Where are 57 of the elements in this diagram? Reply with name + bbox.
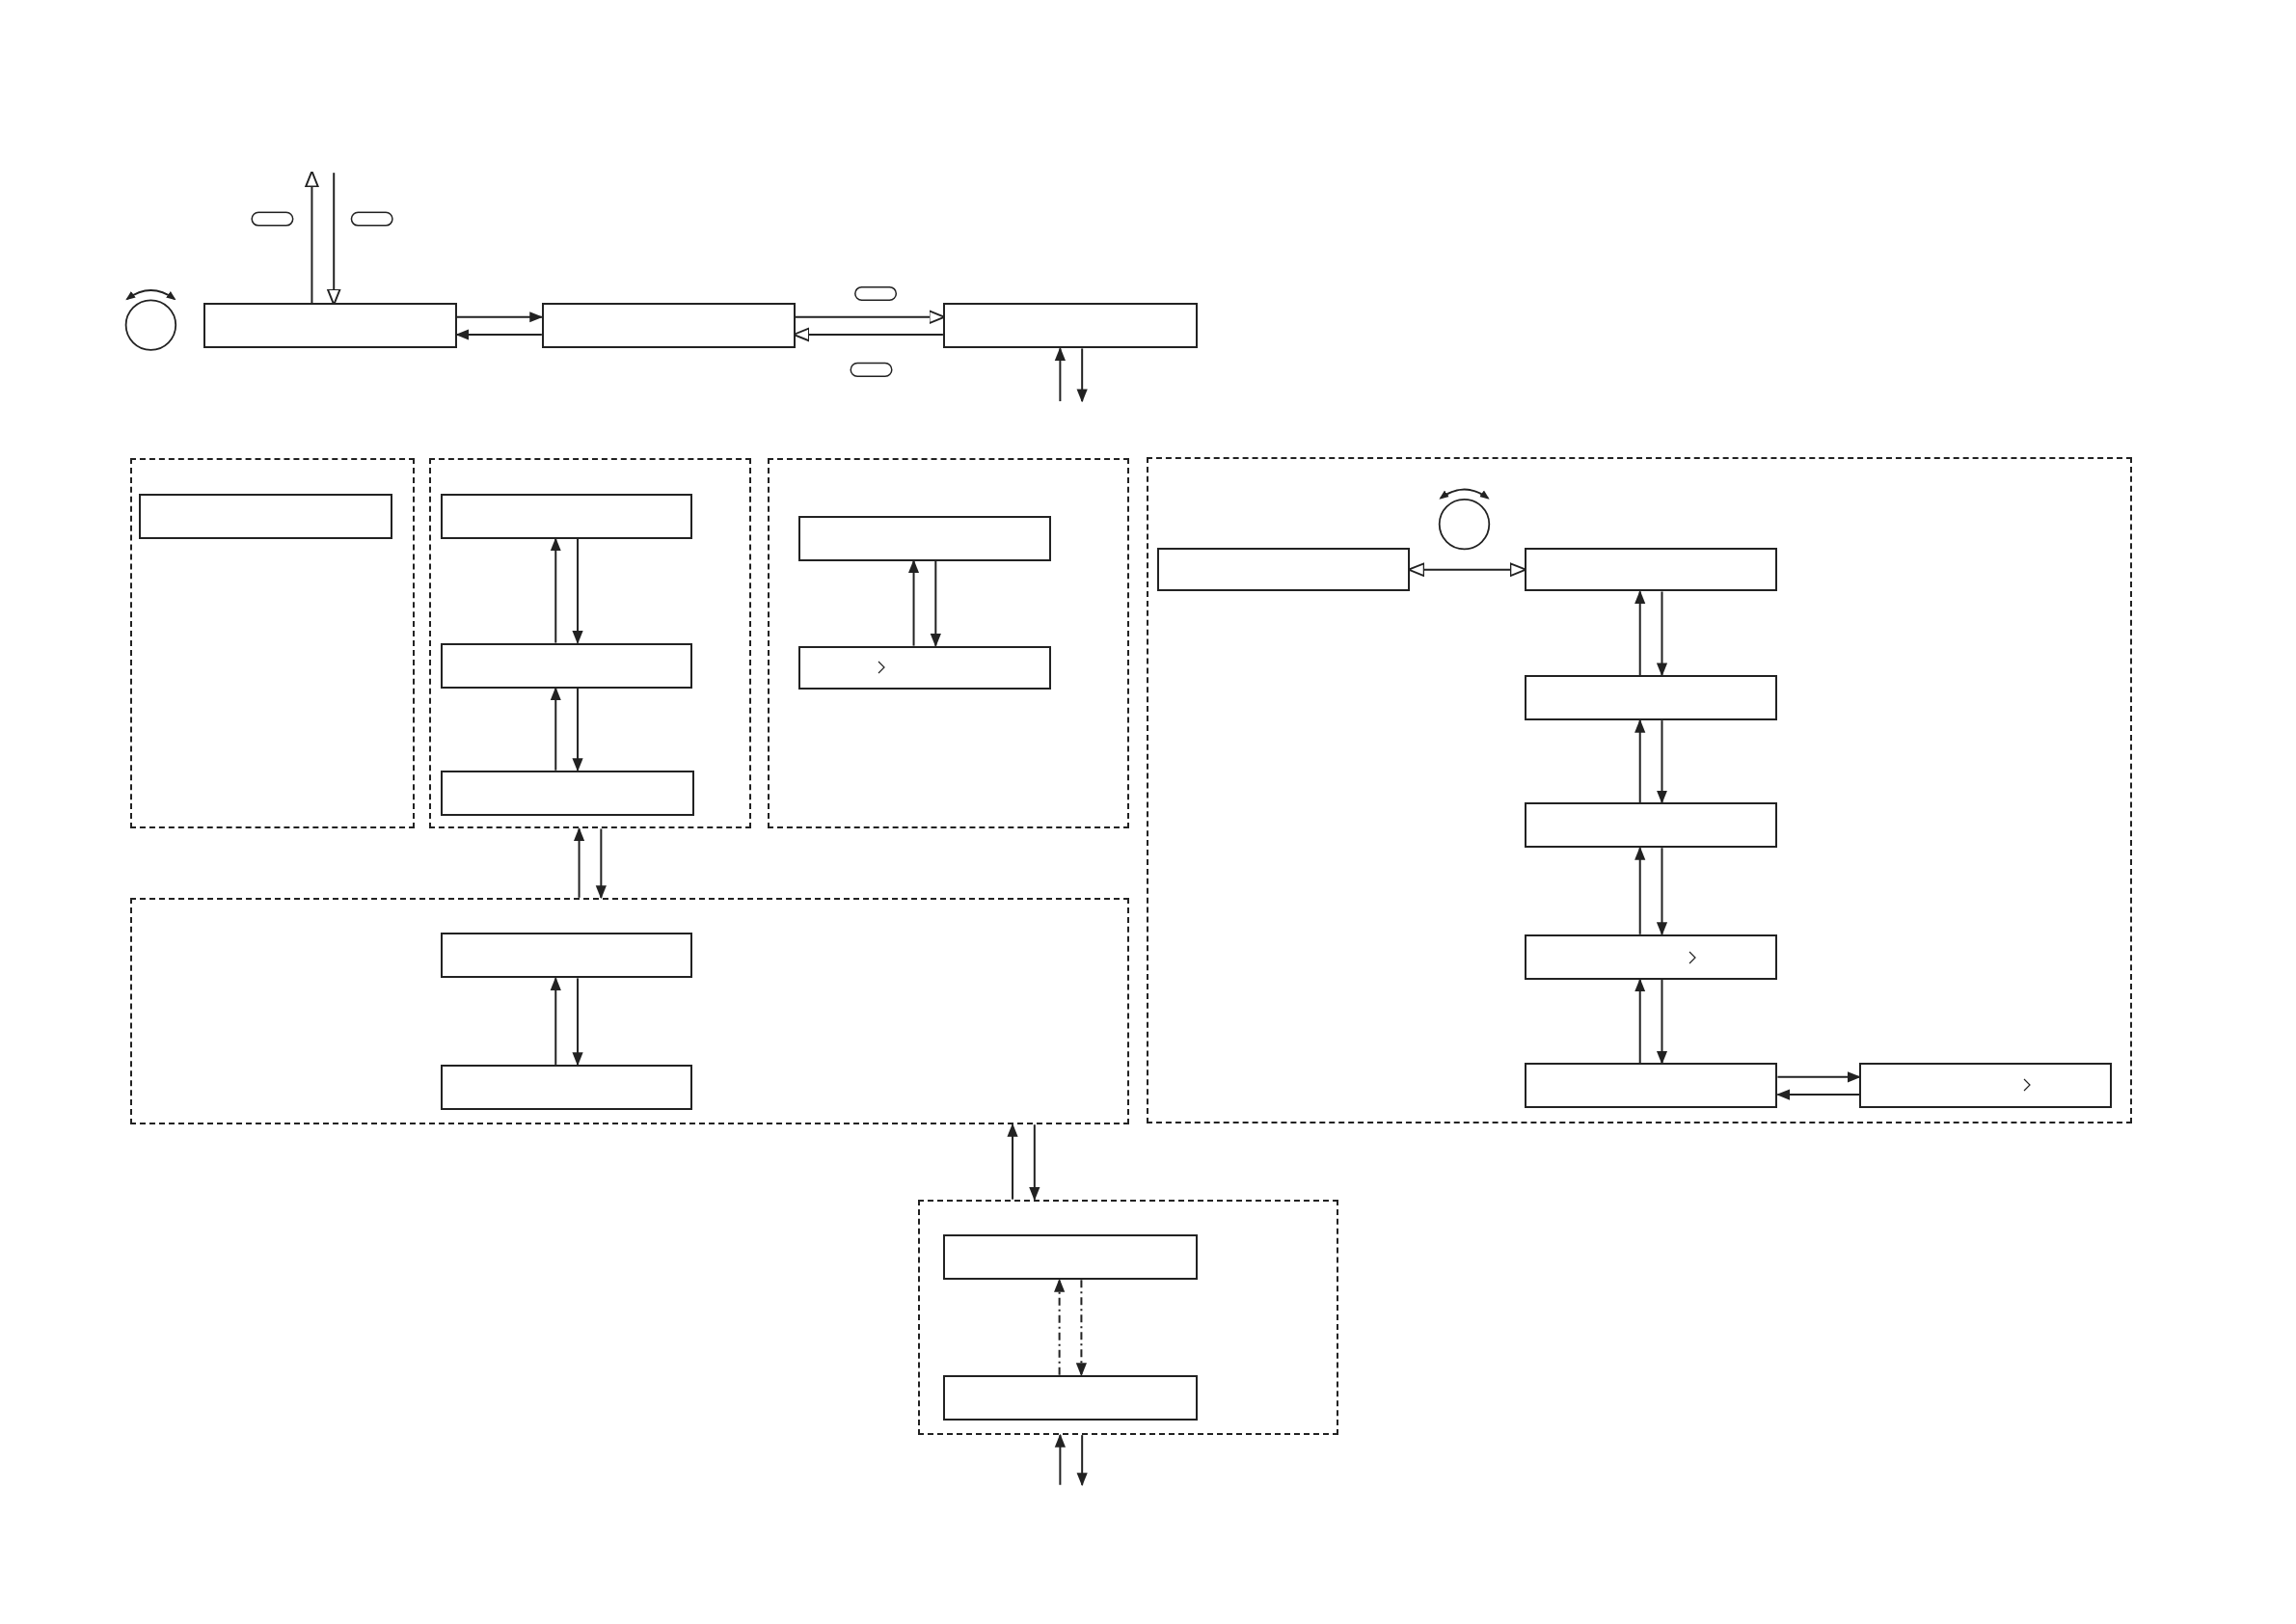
arrow [1656,719,1668,804]
dashed-group-frame [130,897,1129,1125]
arrow [1054,1433,1066,1486]
display-box [441,770,694,816]
arrow [1656,590,1668,677]
arrow [907,559,920,647]
display-box [441,493,693,539]
display-box [1524,1063,1778,1109]
arrow [1076,347,1088,403]
display-box [797,645,1052,690]
arrow [1634,846,1646,935]
display-box [942,1374,1199,1421]
display-box [441,1064,693,1110]
arrow [1656,978,1668,1065]
arrow [572,537,583,644]
arrow [1054,347,1066,403]
arrow [1776,1071,1861,1083]
arrow [1007,1123,1018,1201]
arrow [326,172,341,306]
display-box [203,303,457,349]
arrow [305,170,319,305]
display-box [441,933,693,979]
display-box [1156,547,1411,592]
arrow [455,329,543,340]
dashed-group-frame [1146,456,2132,1123]
arrow [595,827,607,900]
arrow [1029,1123,1040,1202]
dashed-group-frame [767,458,1129,829]
dashed-group-frame [130,458,415,829]
arrow [930,559,941,648]
display-box [441,642,693,689]
dashed-group-frame [918,1199,1338,1436]
display-box [1859,1063,2112,1109]
arrow [1634,978,1646,1065]
arrow [550,976,561,1066]
arrow [1075,1279,1087,1377]
arrow [1776,1089,1861,1100]
display-box [1524,675,1778,721]
arrow [572,977,583,1067]
arrow [572,687,583,772]
display-box [541,303,796,349]
display-box [797,515,1052,561]
display-box [942,1234,1199,1281]
arrow [550,537,561,644]
arrow [1656,847,1668,936]
display-box [1524,547,1778,592]
arrow [1054,1278,1066,1376]
display-box [1524,934,1778,980]
dashed-group-frame [428,458,751,829]
arrow [1076,1434,1088,1487]
display-box [942,303,1199,349]
arrow [1634,590,1646,677]
arrow [550,687,561,771]
arrow [1634,718,1646,804]
arrow [573,827,585,899]
display-box [139,493,392,539]
display-box [1524,802,1778,849]
